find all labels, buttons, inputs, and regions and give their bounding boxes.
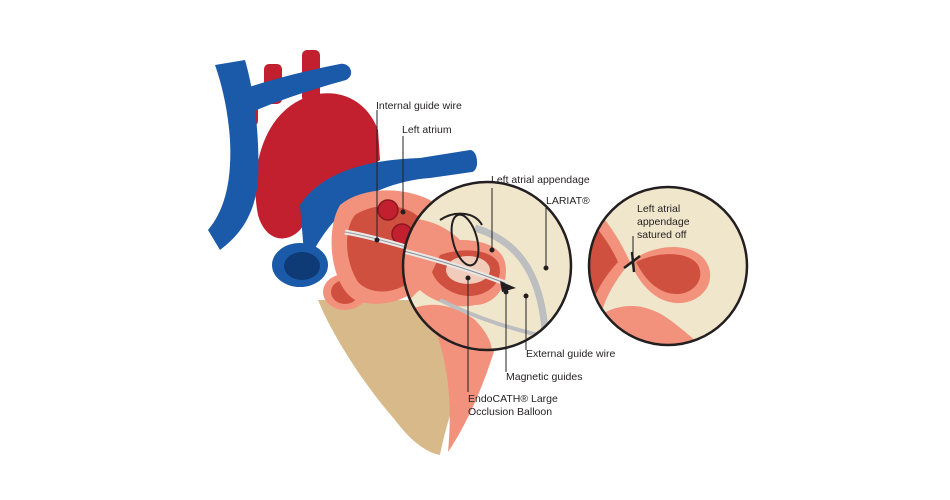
vein-branch-top — [240, 63, 352, 112]
aorta — [255, 93, 380, 239]
inset-outline — [401, 180, 573, 352]
superior-vena-cava — [208, 60, 259, 250]
label-sutured-line1: Left atrial — [637, 203, 681, 215]
label-external-guide-wire: External guide wire — [526, 348, 616, 360]
leader-lines — [374, 110, 634, 392]
small-inset-outline — [587, 185, 749, 347]
lariat-loop — [450, 213, 480, 267]
label-left-atrium: Left atrium — [402, 124, 452, 136]
label-left-atrial-appendage: Left atrial appendage — [491, 174, 590, 186]
label-endocath-line1: EndoCATH® Large — [468, 393, 558, 405]
label-magnetic-guides: Magnetic guides — [506, 371, 583, 383]
magnetic-tip — [500, 281, 516, 292]
suture-knot — [623, 251, 641, 273]
sutured-appendage-cavity — [636, 254, 701, 295]
label-endocath-line2: Occlusion Balloon — [468, 406, 553, 418]
label-internal-guide-wire: Internal guide wire — [376, 100, 462, 112]
pulmonary-artery — [300, 150, 478, 265]
ventricle-tissue — [318, 300, 470, 455]
vessel-lumen — [284, 252, 320, 280]
label-sutured-line2: appendage — [637, 216, 690, 228]
pulmonary-vein-opening-1 — [377, 199, 399, 221]
lariat-sheath — [473, 224, 549, 331]
label-sutured-line3: satured off — [637, 229, 687, 241]
magnified-inset — [401, 180, 573, 352]
label-lariat: LARIAT® — [546, 195, 590, 207]
